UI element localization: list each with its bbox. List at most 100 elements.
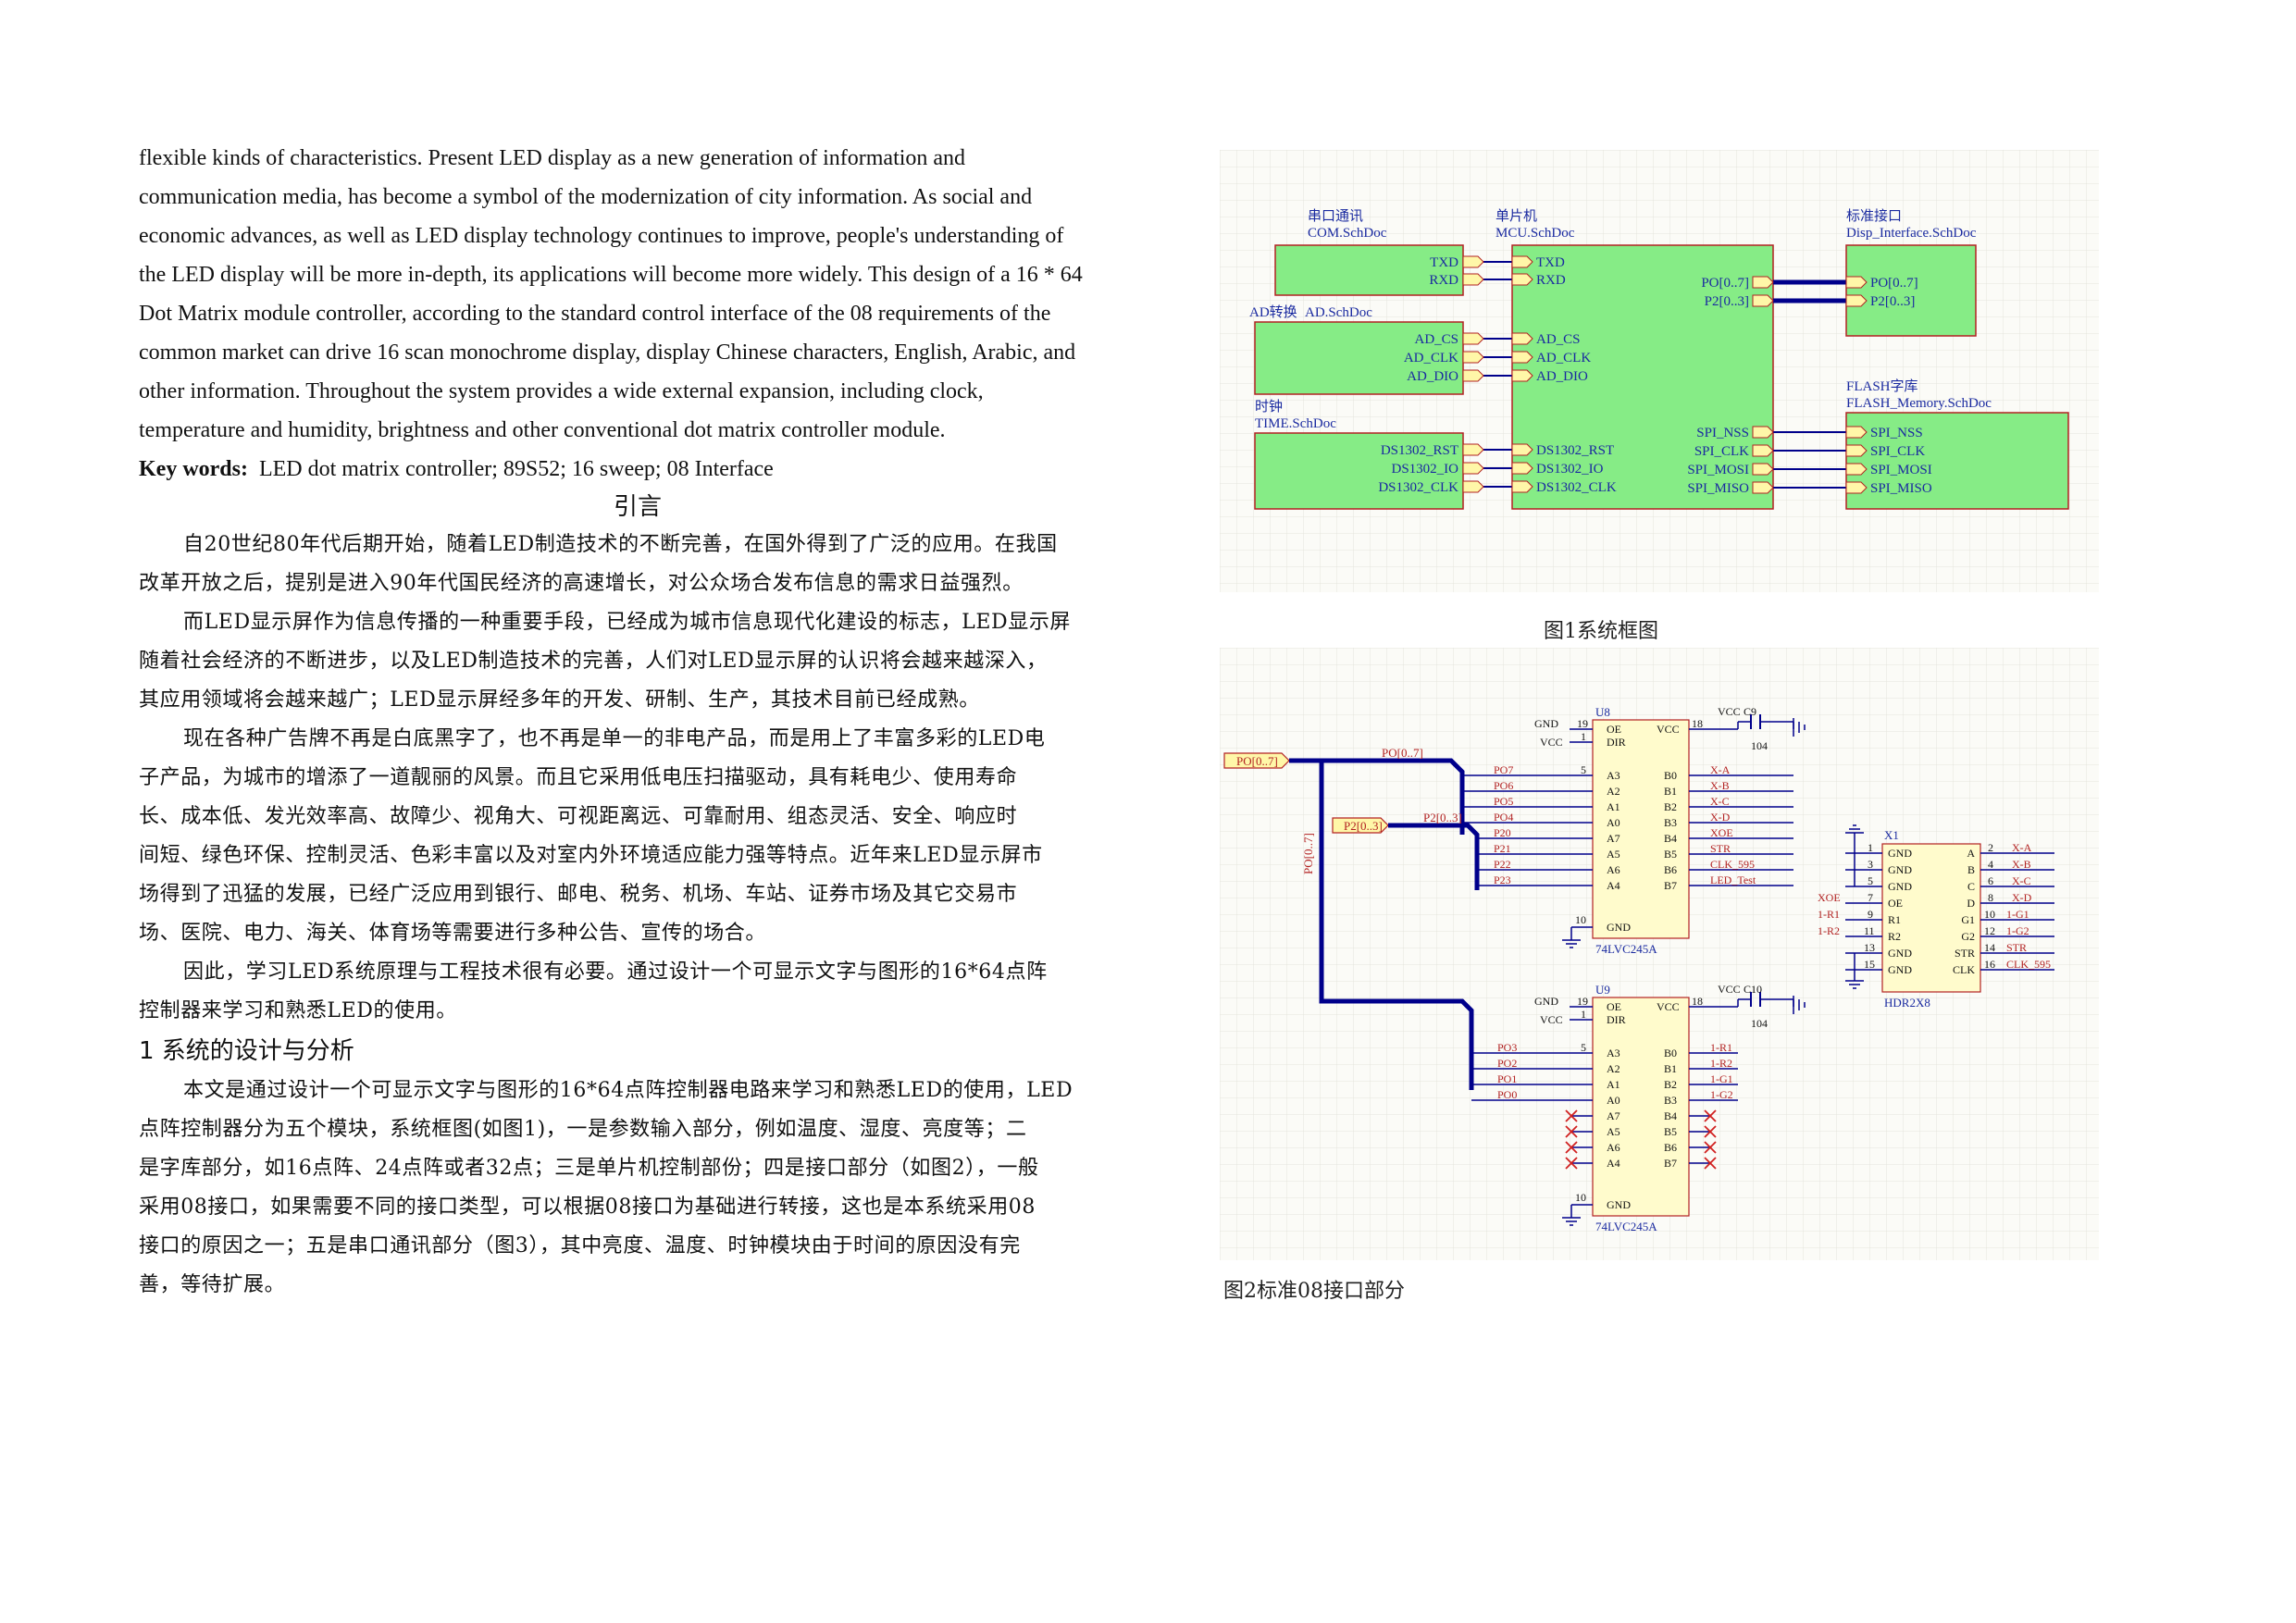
x1-pin: STR — [1955, 947, 1975, 960]
net-label: 1-G1 — [2006, 908, 2029, 921]
u8-pin: A2 — [1607, 785, 1620, 798]
x1-pin: C — [1967, 880, 1975, 893]
net-label: PO3 — [1497, 1041, 1517, 1054]
mcu-pin-label: AD_DIO — [1536, 369, 1588, 384]
pin-num: 9 — [1868, 908, 1873, 921]
net-label: 1-G1 — [1710, 1072, 1733, 1085]
net-label: PO6 — [1494, 779, 1513, 792]
paragraph-line: 自20世纪80年代后期开始，随着LED制造技术的不断完善，在国外得到了广泛的应用… — [183, 533, 1058, 556]
net-label: 1-R1 — [1818, 908, 1840, 921]
paragraph-line: 善，等待扩展。 — [139, 1273, 286, 1296]
paragraph-line: 控制器来学习和熟悉LED的使用。 — [139, 999, 457, 1022]
vcc-label: VCC — [1540, 1013, 1563, 1026]
pin-num: 12 — [1984, 924, 1995, 937]
paragraph-line: 改革开放之后，提别是进入90年代国民经济的高速增长，对公众场合发布信息的需求日益… — [139, 572, 1024, 595]
bus-label-po-vertical: PO[0..7] — [1301, 833, 1315, 874]
pin-num: 18 — [1692, 717, 1703, 730]
pin-num: 10 — [1575, 1191, 1586, 1204]
cap-ref: C10 — [1744, 983, 1762, 996]
u9-pin: DIR — [1607, 1013, 1626, 1026]
com-block-file: COM.SchDoc — [1308, 226, 1387, 241]
pin-num: 5 — [1581, 763, 1586, 776]
flash-pin-label: SPI_MOSI — [1870, 463, 1932, 477]
x1-pin: G1 — [1961, 913, 1975, 926]
u9-pin: B5 — [1664, 1125, 1677, 1138]
net-label: PO5 — [1494, 795, 1513, 808]
vcc-label: VCC — [1718, 983, 1741, 996]
time-block-file: TIME.SchDoc — [1255, 416, 1336, 431]
paragraph-line: 间短、绿色环保、控制灵活、色彩丰富以及对室内外环境适应能力强等特点。近年来LED… — [139, 844, 1043, 867]
net-label: P20 — [1494, 826, 1511, 839]
pin-num: 6 — [1988, 874, 1993, 887]
port-po — [1223, 752, 1290, 769]
net-label: X-D — [1710, 811, 1731, 824]
pin-num: 14 — [1984, 941, 1995, 954]
flash-pin-label: SPI_CLK — [1870, 444, 1925, 459]
cap-value: 104 — [1751, 1017, 1768, 1030]
gnd-label: GND — [1534, 995, 1558, 1008]
abstract-line: flexible kinds of characteristics. Prese… — [139, 146, 966, 170]
paragraph-line: 场、医院、电力、海关、体育场等需要进行多种公告、宣传的场合。 — [139, 922, 767, 945]
net-label: PO4 — [1494, 811, 1513, 824]
time-block-title: 时钟 — [1255, 399, 1283, 415]
intro-heading: 引言 — [613, 493, 662, 521]
abstract-line: temperature and humidity, brightness and… — [139, 418, 946, 442]
u8-pin: A6 — [1607, 863, 1620, 876]
gnd-label: GND — [1534, 717, 1558, 730]
net-label: 1-R1 — [1710, 1041, 1732, 1054]
pin-num: 1 — [1581, 730, 1586, 743]
pin-num: 1 — [1581, 1008, 1586, 1021]
paragraph-line: 本文是通过设计一个可显示文字与图形的16*64点阵控制器电路来学习和熟悉LED的… — [183, 1079, 1074, 1102]
u9-pin: A2 — [1607, 1062, 1620, 1075]
u8-pin: A5 — [1607, 848, 1620, 861]
keywords-text: LED dot matrix controller; 89S52; 16 swe… — [258, 457, 774, 481]
net-label: XOE — [1710, 826, 1733, 839]
x1-pin: GND — [1888, 963, 1912, 976]
pin-num: 18 — [1692, 995, 1703, 1008]
flash-block-file: FLASH_Memory.SchDoc — [1846, 396, 1992, 411]
abstract-line: the LED display will be more in-depth, i… — [139, 263, 1083, 287]
ad-pin-label: AD_CLK — [1404, 351, 1458, 365]
pin-num: 5 — [1868, 874, 1873, 887]
mcu-pin-label: AD_CS — [1536, 332, 1581, 347]
u9-pin: OE — [1607, 1000, 1621, 1013]
pin-num: 2 — [1988, 841, 1993, 854]
x1-pin: GND — [1888, 880, 1912, 893]
paragraph-line: 长、成本低、发光效率高、故障少、视角大、可视距离远、可靠耐用、组态灵活、安全、响… — [139, 805, 1018, 828]
time-pin-label: DS1302_CLK — [1378, 480, 1458, 495]
net-label: X-B — [1710, 779, 1730, 792]
x1-pin: CLK — [1953, 963, 1975, 976]
text-column: flexible kinds of characteristics. Prese… — [139, 139, 1136, 1305]
mcu-pin-label: AD_CLK — [1536, 351, 1591, 365]
disp-block — [1845, 244, 1977, 337]
u9-pin: VCC — [1657, 1000, 1680, 1013]
u8-pin: OE — [1607, 723, 1621, 736]
paragraph-line: 点阵控制器分为五个模块，系统框图(如图1)，一是参数输入部分，例如温度、湿度、亮… — [139, 1118, 1027, 1141]
pin-num: 11 — [1864, 924, 1875, 937]
ad-block-title: AD转换 — [1249, 304, 1297, 320]
net-label: X-B — [2012, 858, 2031, 871]
paragraph-line: 而LED显示屏作为信息传播的一种重要手段，已经成为城市信息现代化建设的标志，LE… — [183, 611, 1072, 634]
com-block — [1274, 244, 1464, 296]
paragraph-line: 因此，学习LED系统原理与工程技术很有必要。通过设计一个可显示文字与图形的16*… — [183, 960, 1048, 984]
u9-ic: U9 74LVC245A OE DIR A3 A2 A1 A0 A7 A5 A6… — [1471, 983, 1806, 1233]
ad-pin-label: AD_CS — [1414, 332, 1458, 347]
net-label: 1-R2 — [1818, 924, 1840, 937]
ad-pin-label: AD_DIO — [1407, 369, 1458, 384]
disp-block-file: Disp_Interface.SchDoc — [1846, 226, 1977, 241]
abstract-line: economic advances, as well as LED displa… — [139, 224, 1064, 248]
u9-pin: A6 — [1607, 1141, 1620, 1154]
keywords: Key words: LED dot matrix controller; 89… — [139, 450, 1136, 489]
u8-pin: A3 — [1607, 769, 1620, 782]
x1-header: X1 HDR2X8 1 3 5 7 9 11 — [1818, 824, 2054, 1010]
net-label: CLK_595 — [2006, 958, 2051, 971]
x1-pin: D — [1967, 897, 1975, 910]
paragraph-line: 现在各种广告牌不再是白底黑字了，也不再是单一的非电产品，而是用上了丰富多彩的LE… — [183, 727, 1046, 750]
net-label: 1-R2 — [1710, 1057, 1732, 1070]
paragraph-line: 子产品，为城市的增添了一道靓丽的风景。而且它采用低电压扫描驱动，具有耗电少、使用… — [139, 766, 1018, 789]
com-pin-label: TXD — [1430, 255, 1458, 270]
x1-pin: R2 — [1888, 930, 1901, 943]
u9-pin: B2 — [1664, 1078, 1677, 1091]
pin-num: 7 — [1868, 891, 1873, 904]
u8-pin: B6 — [1664, 863, 1677, 876]
